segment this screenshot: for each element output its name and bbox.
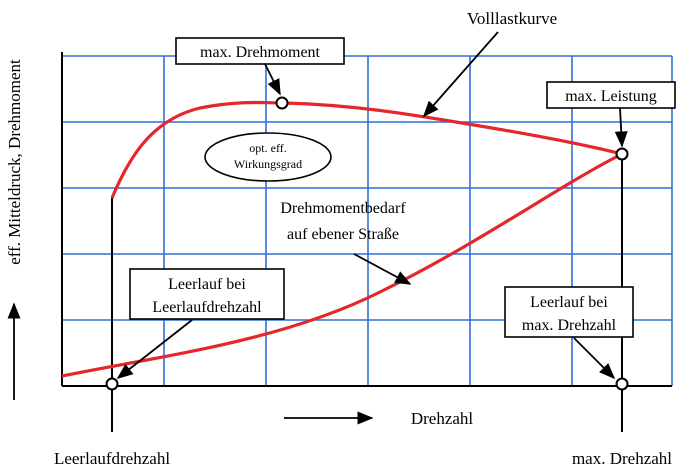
idle-high-line2: max. Drehzahl [522, 317, 617, 334]
y-axis-label: eff. Mitteldruck, Drehmoment [5, 59, 24, 265]
efficiency-ellipse [204, 132, 332, 182]
max-torque-box [175, 37, 345, 65]
max-torque-arrow [264, 63, 281, 96]
max-power-arrow [614, 107, 628, 148]
idle-high-point [615, 377, 629, 391]
efficiency-line2: Wirkungsgrad [234, 157, 302, 171]
idle-high-box [504, 286, 634, 338]
max-torque-label: max. Drehmoment [200, 44, 321, 61]
max-torque-point [275, 96, 289, 110]
idle-low-line2: Leerlaufdrehzahl [152, 299, 262, 316]
full-load-label: Volllastkurve [467, 9, 557, 28]
full-load-curve [110, 100, 623, 199]
max-power-box [546, 81, 676, 109]
idle-speed-label: Leerlaufdrehzahl [54, 449, 170, 468]
full-load-arrow [422, 31, 499, 118]
idle-high-line1: Leerlauf bei [530, 294, 608, 311]
x-axis-label: Drehzahl [411, 409, 474, 428]
max-speed-label: max. Drehzahl [572, 449, 672, 468]
idle-low-arrow [116, 319, 193, 379]
idle-low-box [129, 268, 285, 320]
idle-high-arrow [573, 337, 616, 380]
torque-demand-line2: auf ebener Straße [287, 226, 399, 243]
max-power-point [615, 147, 629, 161]
torque-demand-arrow [353, 253, 412, 285]
max-power-label: max. Leistung [565, 88, 657, 105]
torque-demand-curve [61, 152, 623, 378]
idle-low-line1: Leerlauf bei [168, 276, 246, 293]
idle-low-point [105, 377, 119, 391]
torque-demand-line1: Drehmomentbedarf [280, 200, 406, 217]
efficiency-line1: opt. eff. [249, 141, 286, 155]
